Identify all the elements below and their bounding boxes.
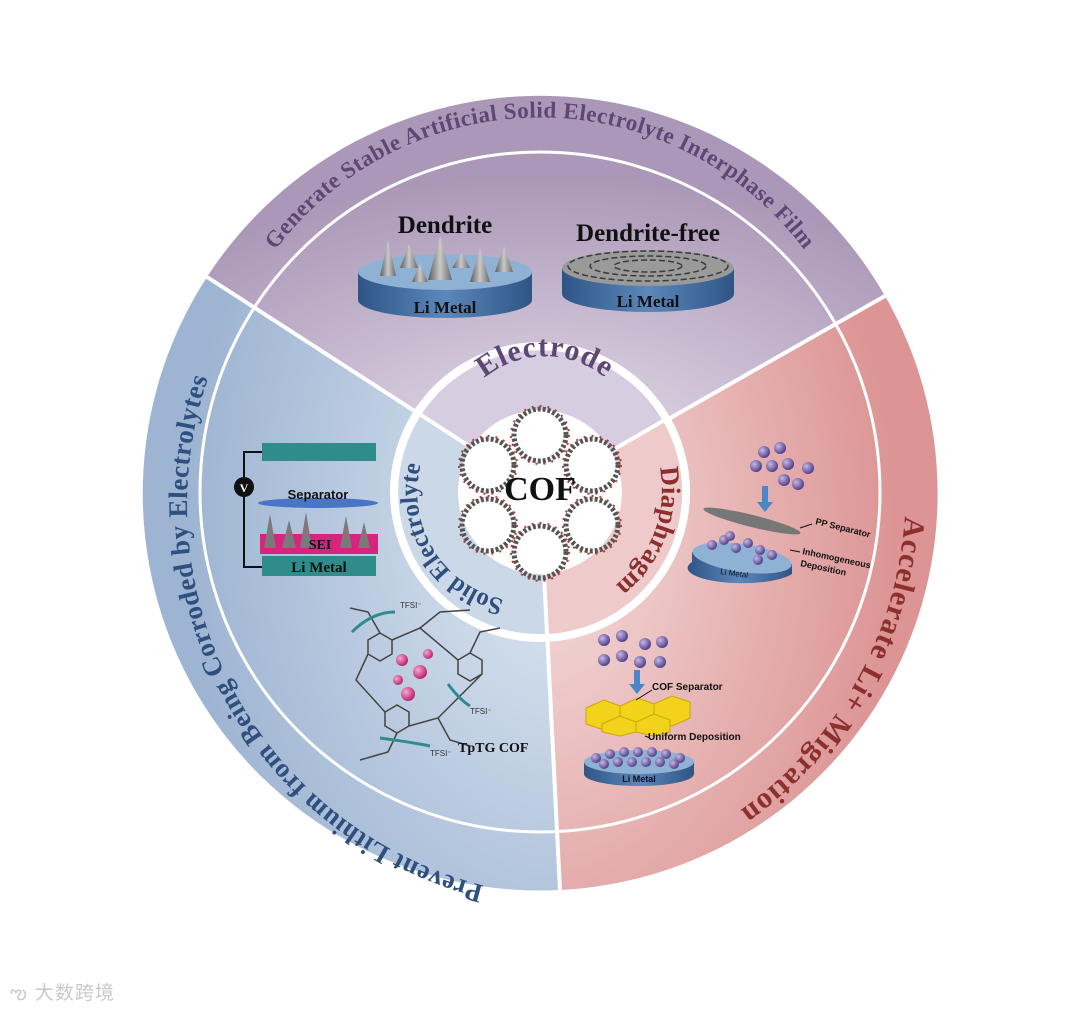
li-ion-cluster-deposit xyxy=(707,531,777,565)
dendrite-free-disk-label: Li Metal xyxy=(617,292,680,311)
li-ion-cluster-uniform xyxy=(591,747,685,769)
separator-disk xyxy=(258,498,378,508)
voltmeter-icon xyxy=(234,477,254,497)
cof-label: COF xyxy=(504,471,576,508)
down-arrow-2 xyxy=(629,670,645,694)
inner-ring xyxy=(390,342,690,642)
watermark-text: 大数跨境 xyxy=(34,982,115,1004)
tptg-cof-structure xyxy=(349,607,501,761)
diaphragm-panel: PP Separator Li Metal Inhomogeneous Depo… xyxy=(584,442,872,786)
cof-separator-label: COF Separator xyxy=(652,682,723,693)
li-ion-spheres xyxy=(393,649,433,701)
dendrite-free-disk: Li Metal xyxy=(562,250,734,312)
inhomogeneous-disk-label: Li Metal xyxy=(720,567,749,580)
li-metal-plate xyxy=(262,556,376,576)
anion-label-1: TFSI⁻ xyxy=(400,601,422,610)
electrolyte-panel: V Separator SEI Li Metal xyxy=(234,443,528,761)
voltmeter-label: V xyxy=(240,481,249,495)
li-metal-label: Li Metal xyxy=(291,560,346,576)
li-ion-cluster-top xyxy=(750,442,814,490)
dendrite-title: Dendrite xyxy=(398,212,492,239)
top-electrode-plate xyxy=(262,443,376,461)
cof-framework-graphic: COF xyxy=(458,405,622,582)
anion-arrows xyxy=(350,610,471,748)
sei-spikes xyxy=(260,512,378,554)
anion-label-2: TFSI⁻ xyxy=(470,707,492,716)
li-ion-cluster-bottom xyxy=(598,630,668,668)
outer-ring xyxy=(142,95,938,891)
uniform-disk-label: Li Metal xyxy=(622,774,656,784)
separator-label: Separator xyxy=(288,487,349,502)
down-arrow-1 xyxy=(757,486,773,512)
tptg-cof-label: TpTG COF xyxy=(458,741,528,756)
uniform-deposition-label: Uniform Deposition xyxy=(648,732,741,743)
watermark-icon: ఌ xyxy=(10,982,28,1004)
dendrite-disk: Li Metal xyxy=(358,236,532,318)
watermark: ఌ 大数跨境 xyxy=(10,978,115,1009)
anion-label-3: TFSI⁻ xyxy=(430,749,452,758)
dendrite-free-title: Dendrite-free xyxy=(576,220,720,247)
cof-separator-honeycomb xyxy=(585,695,691,737)
dendrite-disk-label: Li Metal xyxy=(414,298,477,317)
sei-label: SEI xyxy=(309,538,332,553)
electrode-panel: Dendrite Dendrite-free Li Metal xyxy=(358,212,734,318)
pp-separator-disk xyxy=(703,507,801,535)
left-sector xyxy=(142,277,560,891)
